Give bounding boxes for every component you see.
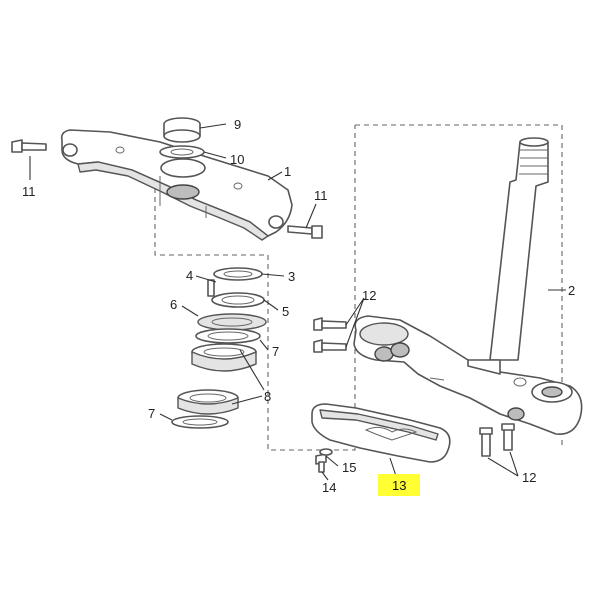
callout-8: 8 xyxy=(264,389,271,404)
callout-12-right: 12 xyxy=(522,470,536,485)
pin-4 xyxy=(207,279,215,297)
bolt-12-lower xyxy=(313,339,347,353)
callout-12-left: 12 xyxy=(362,288,376,303)
callout-15: 15 xyxy=(342,460,356,475)
lower-triple-clamp xyxy=(353,315,583,435)
dust-seal-7-upper xyxy=(195,328,261,344)
dust-seal-7-lower xyxy=(171,415,229,429)
callout-14: 14 xyxy=(322,480,336,495)
ring-3 xyxy=(213,267,263,281)
bolt-12-upper xyxy=(313,317,347,331)
callout-13: 13 xyxy=(392,478,406,493)
bearing-8-lower xyxy=(177,389,239,415)
callout-10: 10 xyxy=(230,152,244,167)
ring-5 xyxy=(211,292,265,308)
steering-stem xyxy=(489,137,549,361)
callout-3: 3 xyxy=(288,269,295,284)
assembly-outline xyxy=(154,124,563,451)
highlight-box xyxy=(378,474,420,496)
seal-6 xyxy=(197,313,267,331)
bolt-12-right-a xyxy=(479,427,493,457)
bolt-11-left xyxy=(11,139,47,153)
washer-15 xyxy=(319,448,333,456)
bolt-12-right-b xyxy=(501,423,515,451)
callout-2: 2 xyxy=(568,283,575,298)
cover-plate-13 xyxy=(311,403,451,463)
callout-7-upper: 7 xyxy=(272,344,279,359)
screw-14 xyxy=(315,453,327,473)
leader-lines xyxy=(29,123,566,481)
callout-6: 6 xyxy=(170,297,177,312)
washer-10 xyxy=(159,145,205,159)
bolt-11-right xyxy=(287,225,323,239)
callout-1: 1 xyxy=(284,164,291,179)
upper-triple-clamp xyxy=(60,129,293,241)
callout-11-left: 11 xyxy=(22,184,36,199)
callout-9: 9 xyxy=(234,117,241,132)
bearing-8-upper xyxy=(191,343,257,372)
cap-nut-9 xyxy=(163,117,201,143)
callout-7-lower: 7 xyxy=(148,406,155,421)
callout-4: 4 xyxy=(186,268,193,283)
callout-5: 5 xyxy=(282,304,289,319)
callout-11-right: 11 xyxy=(314,188,328,203)
